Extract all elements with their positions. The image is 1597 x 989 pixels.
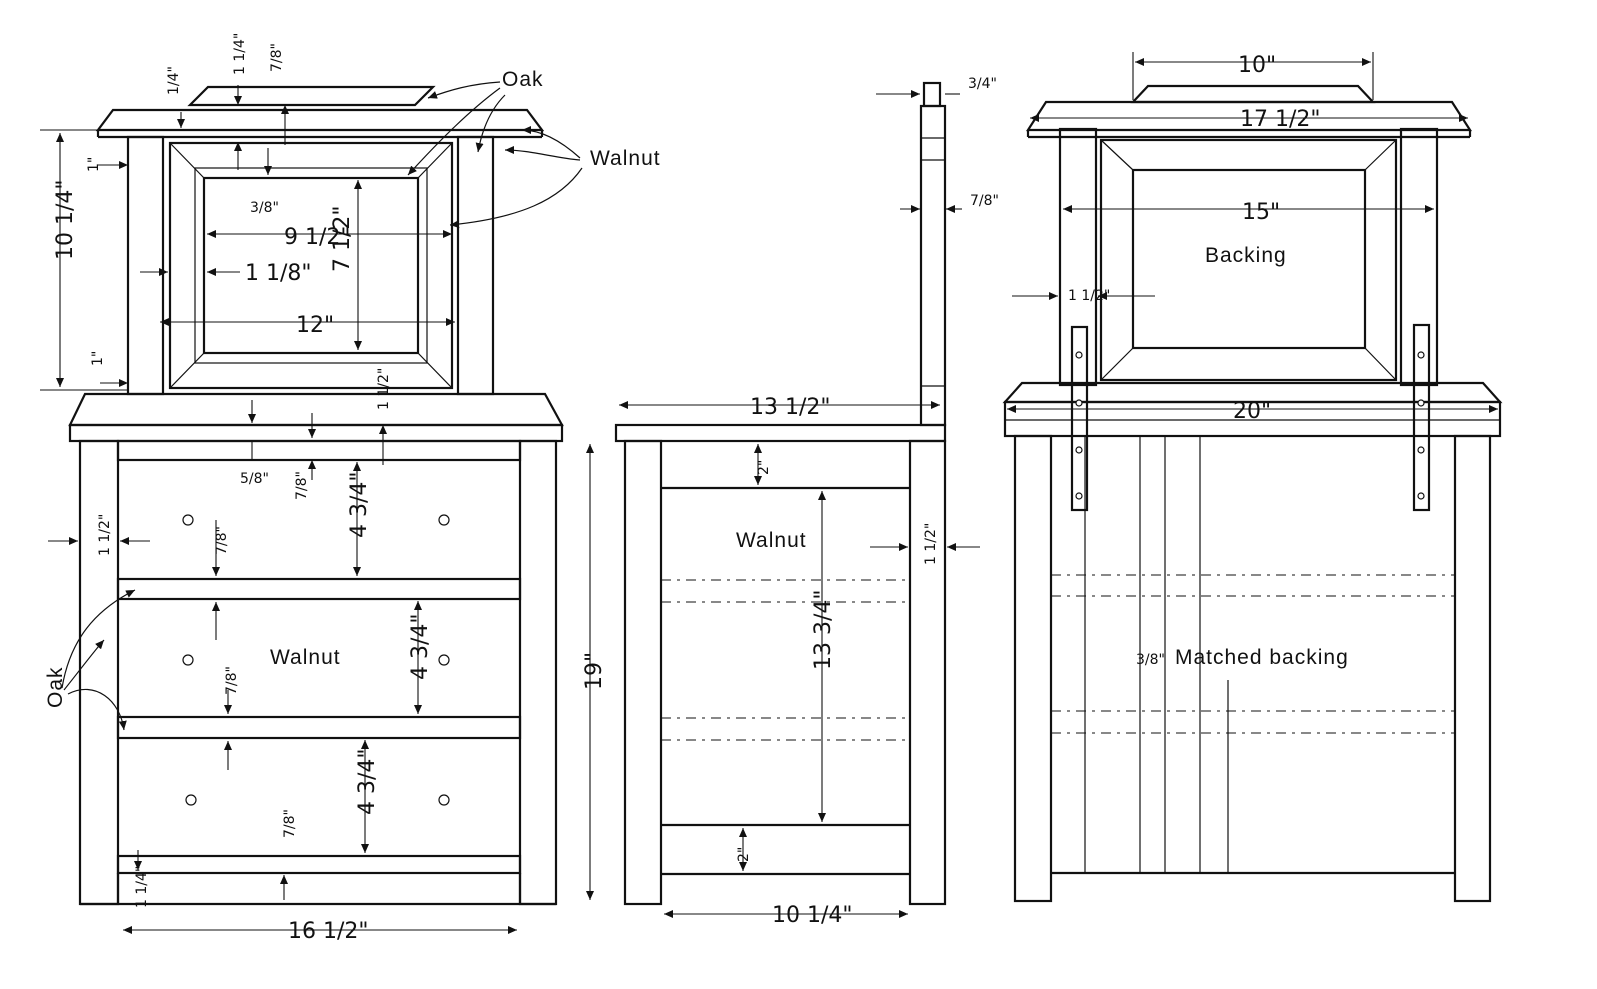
dim-back-base-width: 20"	[1233, 399, 1271, 424]
dim-inner-width: 10 1/4"	[772, 903, 853, 928]
dim-drawer2-h: 4 3/4"	[408, 613, 433, 680]
dim-rail-78a: 7/8"	[294, 471, 310, 500]
dim-rail-top: 2"	[756, 460, 772, 475]
backing-panel	[1131, 168, 1367, 350]
mirror-glass	[202, 176, 420, 355]
hanging-strap-left	[1070, 325, 1089, 512]
dim-panel-h: 13 3/4"	[811, 589, 836, 670]
dim-frame-inner: 3/8"	[250, 200, 279, 216]
side-view: Walnut 13 1/2" 3/4" 7/8" 2" 13 3/4" 1 1/…	[614, 76, 999, 928]
dim-post-offset: 1"	[86, 157, 102, 172]
dim-rail-78c: 7/8"	[224, 666, 240, 695]
drawer-knob	[438, 514, 450, 526]
back-cap-lower	[1025, 100, 1473, 132]
front-view-labels: Oak Walnut Walnut Oak 9 1/2" 1 1/8" 12" …	[44, 33, 661, 944]
back-left-leg	[1013, 434, 1053, 903]
dim-front-width: 16 1/2"	[288, 919, 369, 944]
label-matched-backing: Matched backing	[1175, 646, 1349, 669]
front-right-leg	[518, 439, 558, 906]
shelf-top	[68, 423, 564, 443]
drawer-knob	[438, 654, 450, 666]
dim-bottom-rail: 1 1/4"	[134, 866, 150, 908]
back-right-post	[1399, 127, 1439, 387]
back-shelf	[1003, 400, 1502, 438]
label-walnut-side: Walnut	[736, 529, 807, 552]
front-view	[40, 81, 594, 934]
drawer-knob	[438, 794, 450, 806]
dim-top-width: 7/8"	[269, 43, 285, 72]
dim-frame-total: 12"	[296, 313, 334, 338]
dim-frame-width: 1 1/8"	[245, 261, 312, 286]
dim-cap-width: 10"	[1238, 53, 1276, 78]
front-left-leg	[78, 439, 120, 906]
dim-rail-thin: 5/8"	[240, 471, 269, 487]
label-oak-side: Oak	[44, 666, 67, 708]
label-walnut-drawers: Walnut	[270, 646, 341, 669]
drawer-knob	[182, 654, 194, 666]
back-view: 10" 17 1/2" 15" Backing 1 1/2" 20" 3/8" …	[1002, 52, 1503, 903]
dim-mirror-h: 7 1/2"	[330, 205, 355, 272]
dim-leg-w: 1 1/2"	[923, 523, 939, 565]
mirror-frame-outer	[168, 141, 454, 390]
dim-leg-side: 1 1/2"	[97, 514, 113, 556]
dim-back-post-w: 1 1/2"	[1068, 288, 1110, 304]
label-walnut-top: Walnut	[590, 147, 661, 170]
right-mirror-post	[456, 135, 495, 396]
drawer-knob	[185, 794, 197, 806]
dim-matched-backing-size: 3/8"	[1136, 652, 1165, 668]
dim-drawer1-h: 4 3/4"	[347, 471, 372, 538]
dim-drawer3-h: 4 3/4"	[355, 748, 380, 815]
dim-front-height: 19"	[582, 652, 607, 690]
dim-side-depth: 13 1/2"	[750, 395, 831, 420]
dim-rail-bottom: 2"	[736, 847, 752, 862]
dim-top-cap: 1 1/4"	[232, 33, 248, 75]
back-cap-upper	[1130, 84, 1376, 104]
left-mirror-post	[126, 135, 165, 396]
dim-post-thick: 7/8"	[970, 193, 999, 209]
dim-mirror-height: 10 1/4"	[53, 179, 78, 260]
dim-back-top-width: 17 1/2"	[1240, 107, 1321, 132]
dim-rail-78b: 7/8"	[214, 526, 230, 555]
dim-shelf-thick: 1 1/2"	[376, 368, 392, 410]
side-front-leg	[623, 439, 663, 906]
hanging-strap-right	[1412, 323, 1431, 512]
label-oak-top: Oak	[502, 68, 544, 91]
drawer-knob	[182, 514, 194, 526]
dim-lower-offset: 1"	[90, 351, 106, 366]
top-cap-lower	[95, 108, 545, 132]
top-cap-upper	[187, 85, 436, 107]
side-shelf	[614, 423, 947, 443]
dim-top-small: 1/4"	[166, 66, 182, 95]
back-right-leg	[1453, 434, 1492, 903]
dim-rail-78d: 7/8"	[282, 809, 298, 838]
side-post-cap	[922, 81, 942, 108]
dim-back-frame-width: 15"	[1242, 200, 1280, 225]
backing-frame	[1099, 138, 1398, 382]
side-post	[919, 104, 947, 427]
dim-post-top: 3/4"	[968, 76, 997, 92]
side-back-leg	[908, 439, 947, 906]
dim-mirror-width: 9 1/2"	[284, 225, 351, 250]
back-left-post	[1058, 127, 1098, 387]
shelf-bevel	[68, 392, 564, 427]
label-backing: Backing	[1205, 244, 1287, 267]
